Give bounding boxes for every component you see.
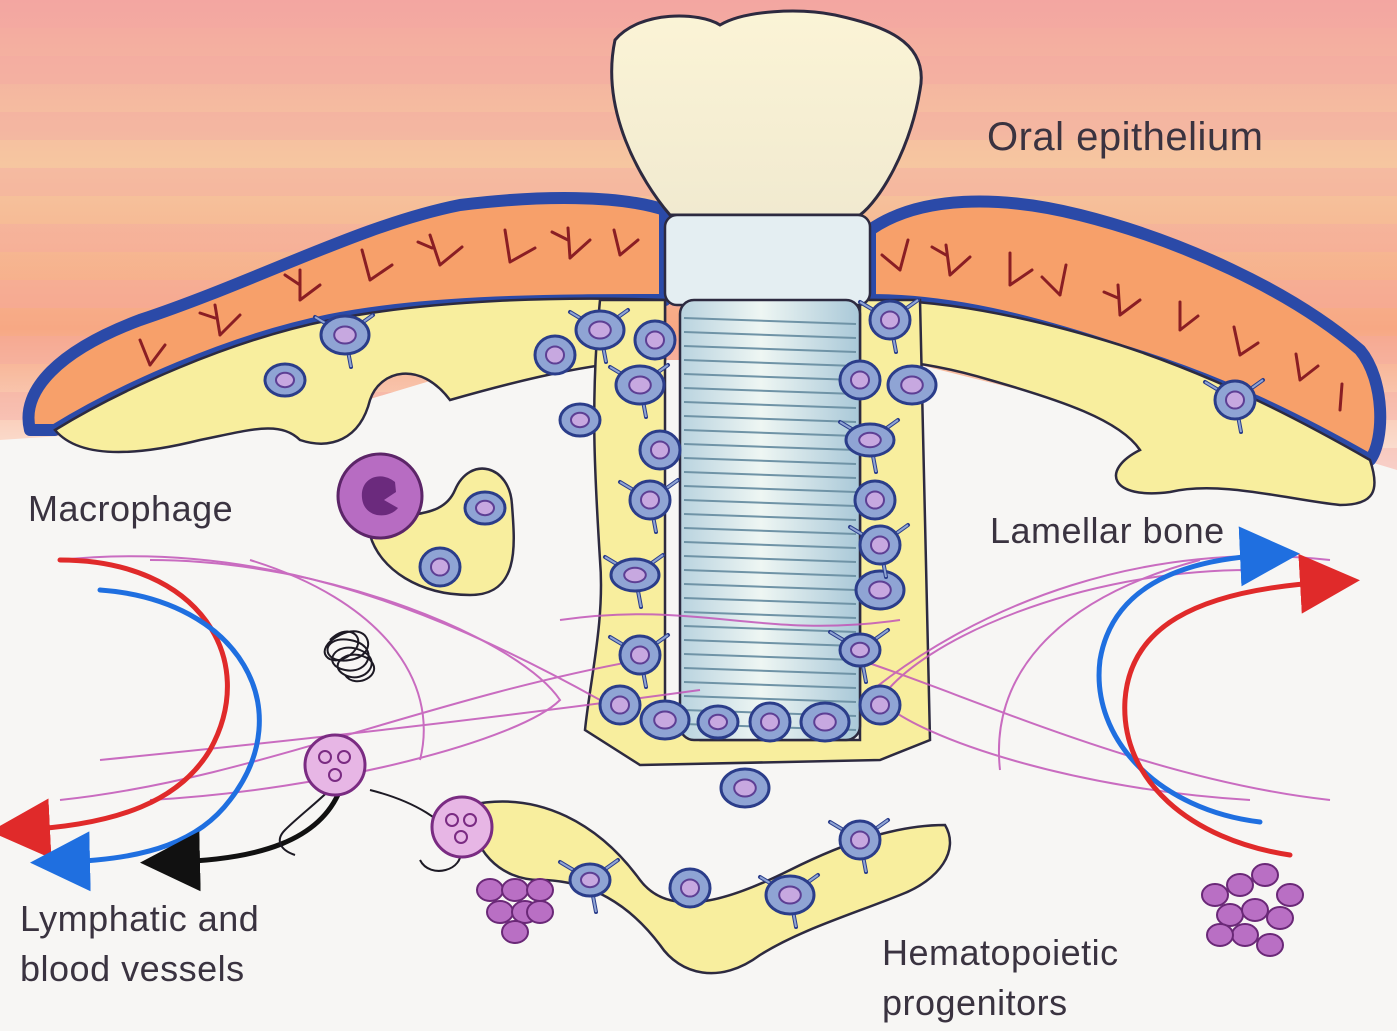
label-lymphatic-line2: blood vessels — [20, 948, 245, 990]
bone-cell — [801, 703, 849, 741]
bone-cell — [465, 492, 505, 524]
implant-abutment — [665, 215, 870, 305]
progenitor-cells — [305, 735, 492, 857]
bone-cell — [721, 769, 769, 807]
bone-cell — [265, 364, 305, 396]
bone-cell — [640, 431, 680, 469]
progenitor-dot — [1267, 907, 1293, 929]
bone-cell — [420, 548, 460, 586]
progenitor-dot — [527, 901, 553, 923]
vessels-left — [20, 560, 340, 862]
progenitor-dot — [1217, 904, 1243, 926]
progenitor-dot — [487, 901, 513, 923]
bone-cell — [750, 703, 790, 741]
label-hematopoietic-line1: Hematopoietic — [882, 932, 1119, 974]
implant-crown — [612, 11, 922, 215]
progenitor-dot — [1227, 874, 1253, 896]
label-hematopoietic-line2: progenitors — [882, 982, 1068, 1024]
progenitor-dot — [1232, 924, 1258, 946]
progenitor-dot — [1242, 899, 1268, 921]
progenitor-dot — [1202, 884, 1228, 906]
bone-cell — [840, 361, 880, 399]
bone-cell — [888, 366, 936, 404]
progenitor-dot — [1252, 864, 1278, 886]
bone-cell — [856, 571, 904, 609]
bone-cell — [600, 686, 640, 724]
progenitor-dot — [1277, 884, 1303, 906]
implant-body — [680, 300, 860, 740]
bone-cell — [860, 686, 900, 724]
bone-cell — [855, 481, 895, 519]
bone-cell — [670, 869, 710, 907]
bone-cell — [535, 336, 575, 374]
progenitor-dot — [477, 879, 503, 901]
label-lamellar-bone: Lamellar bone — [990, 510, 1225, 552]
label-oral-epithelium: Oral epithelium — [987, 115, 1264, 160]
progenitor-dot — [1257, 934, 1283, 956]
bone-cell — [635, 321, 675, 359]
progenitor-dot — [502, 879, 528, 901]
macrophage-cell — [338, 454, 422, 538]
bone-cell — [641, 701, 689, 739]
progenitor-dot — [527, 879, 553, 901]
vessels-right — [1099, 555, 1330, 855]
progenitor-dot — [1207, 924, 1233, 946]
label-macrophage: Macrophage — [28, 488, 233, 530]
progenitor-dot — [502, 921, 528, 943]
bone-cell — [560, 404, 600, 436]
bone-cell — [560, 860, 618, 912]
bone-cell — [698, 706, 738, 738]
label-lymphatic-line1: Lymphatic and — [20, 898, 259, 940]
